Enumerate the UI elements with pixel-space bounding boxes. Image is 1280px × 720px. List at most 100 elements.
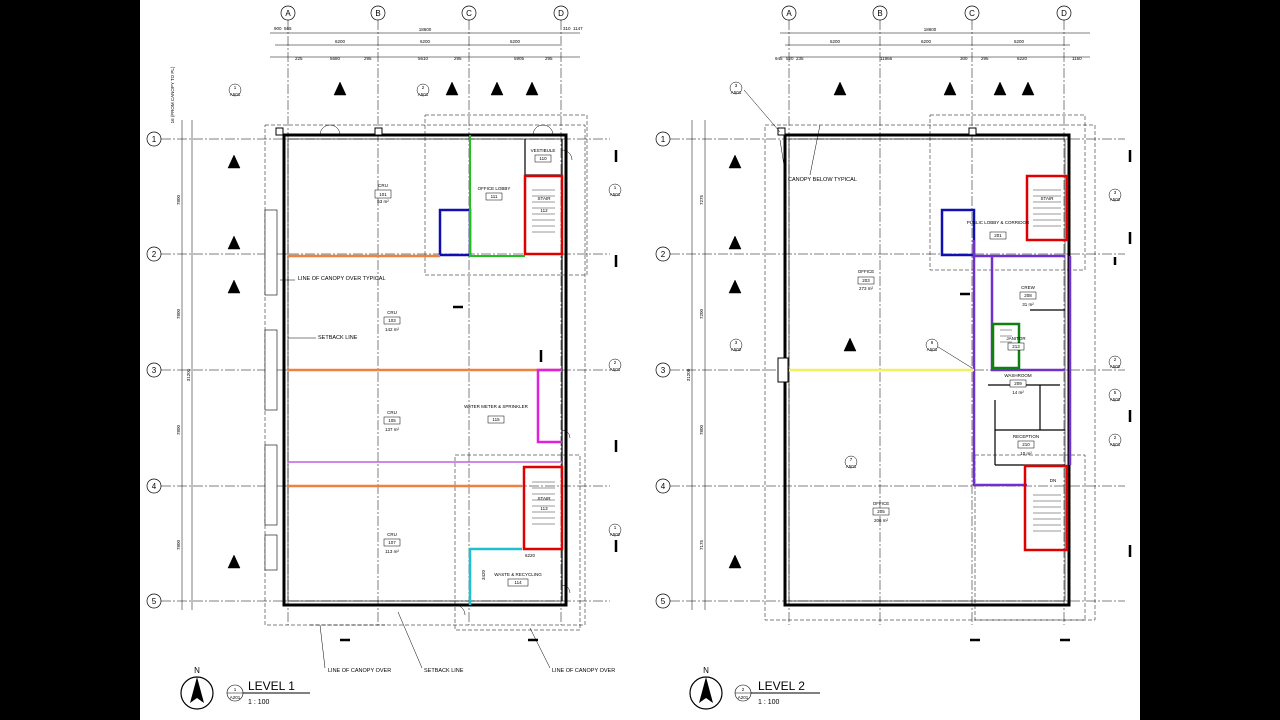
section-sheet: A502 [731,347,742,352]
level1-doors [319,124,573,616]
section-sheet: A502 [1110,197,1121,202]
level2-title: LEVEL 2 [758,679,805,693]
level1-dim-sub: 5680 [330,56,341,61]
section-sheet: A501 [418,92,429,97]
room-name: PUBLIC LOBBY & CORRIDOR [967,220,1030,225]
room-area: 53 m² [377,199,389,204]
room-name: CRU [378,183,388,188]
level2-north-arrow [689,676,723,710]
level1-leaders [280,279,551,669]
note-setback-line: SETBACK LINE [318,335,358,341]
section-num: 1 [614,525,617,530]
room-area: 137 m² [385,427,400,432]
level1-dim-bay: 6200 [510,39,521,44]
level1-dim-left: 7800 [176,308,181,319]
room-name: STAIR [1041,196,1055,201]
level2-view-bubble [734,684,820,702]
section-num: 3 [735,340,738,345]
level1-stairs [532,189,555,525]
room-name: WASHROOM [1004,373,1032,378]
room-area: 31 m² [1022,302,1034,307]
level2-dim-bay: 6200 [830,39,841,44]
level2-dim-sub: 300 [960,56,968,61]
level1-dim-sub: 225 [295,56,303,61]
level1-dimensions-top [270,32,580,58]
level1-dimensions-left [181,120,193,610]
level2-grid-row-2: 2 [661,250,666,259]
level2-scale: 1 : 100 [758,699,780,706]
section-sheet: A501 [846,464,857,469]
level1-grid-row-1: 1 [152,135,157,144]
level2-view-sheet: A201 [738,695,749,700]
level1-section-cuts [340,150,618,642]
level2-dim-left: 7275 [699,194,704,205]
level2-dim-sub: 11966 [880,56,893,61]
room-name: CREW [1021,285,1036,290]
level1-scale: 1 : 100 [248,699,270,706]
level1-dim-left: 7800 [176,424,181,435]
section-sheet: A501 [610,367,621,372]
room-number: 208 [1024,293,1032,298]
level1-dim-sub: 5610 [418,56,429,61]
room-name: RECEPTION [1013,434,1039,439]
level2-grid-row-4: 4 [661,482,666,491]
section-num: 2 [1114,357,1117,362]
level2-dim-bay: 6200 [1014,39,1025,44]
room-number: 115 [492,417,500,422]
room-number: 110 [539,156,547,161]
level2-grid-col-a: A [786,9,792,18]
section-num: 3 [735,83,738,88]
note-canopy-over: LINE OF CANOPY OVER [552,668,615,674]
room-area: 273 m² [859,286,874,291]
level2-dimensions-left [691,120,706,610]
level1-grid-row-5: 5 [152,597,157,606]
room-name: WASTE & RECYCLING [494,572,542,577]
room-number: 101 [379,192,387,197]
level1-grid-row-2: 2 [152,250,157,259]
level1-grid-row-3: 3 [152,366,157,375]
level1-vertical-note: 16 (FROM CANOPY TO PL) [170,66,175,123]
level2-leaders [743,89,973,369]
level2-grid-row-3: 3 [661,366,666,375]
section-num: 7 [850,457,853,462]
level1-section-markers [227,81,622,569]
level1-dim-sub: 5905 [514,56,525,61]
level2-dim-left: 7175 [699,539,704,550]
level2-grid-row-1: 1 [661,135,666,144]
level2-grid-cols [781,5,1072,21]
level1-color-overlays [288,135,564,605]
room-area: 10 m² [1020,451,1032,456]
level2-grid-lines [670,20,1125,625]
room-number: 111 [491,194,498,199]
room-name: CRU [387,532,397,537]
level1-plan: 18600 6200 6200 6200 900 565 310 1147 22… [146,5,622,710]
room-area: 206 m² [874,518,889,523]
section-sheet: A501 [731,90,742,95]
level2-plan: 18600 6200 6200 6200 945 520 235 11966 3… [655,5,1132,710]
level2-grid-col-b: B [877,9,882,18]
room-number: 205 [877,509,885,514]
level2-section-cuts [960,150,1132,642]
room-name: STAIR [538,196,552,201]
note-setback-line: SETBACK LINE [424,668,464,674]
section-num: 2 [1114,435,1117,440]
level1-dim-bay: 6200 [335,39,346,44]
level2-view-num: 2 [742,687,745,692]
level2-dim-bay: 6200 [921,39,932,44]
section-num: 2 [422,85,425,90]
level2-dim-left-total: 31200 [686,368,691,381]
room-name: OFFICE LOBBY [478,186,511,191]
room-name: JANITOR [1006,336,1026,341]
level1-dim-sub: 295 [545,56,553,61]
level1-dim-left-total: 31200 [186,368,191,381]
section-num: 1 [234,85,237,90]
section-sheet: A502 [610,532,621,537]
room-number: 201 [994,233,1002,238]
section-sheet: A502 [1110,364,1121,369]
level2-dim-sub: 520 [786,56,794,61]
room-number: 203 [862,278,870,283]
level1-dim-sub: 900 [274,26,282,31]
level1-storefront-left [264,209,278,571]
level2-grid-col-c: C [969,9,975,18]
level2-dim-sub: 6220 [1017,56,1028,61]
